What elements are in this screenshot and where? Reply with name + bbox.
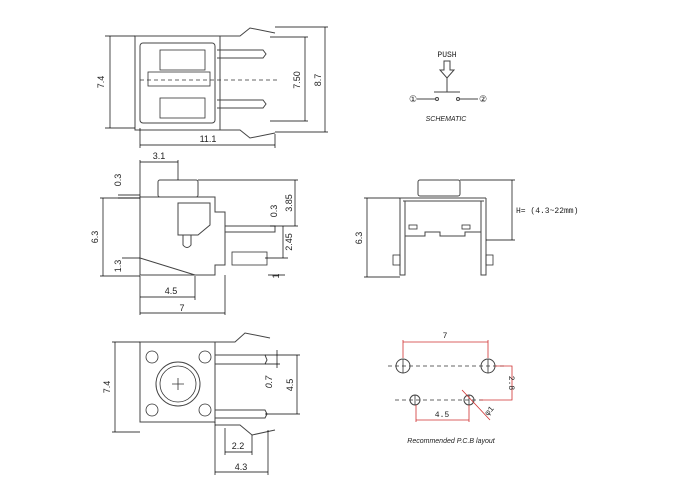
bottom-dim-pin-width: 0.7	[264, 375, 274, 389]
bottom-dim-offset1: 2.2	[232, 441, 245, 451]
top-dim-width: 7.4	[96, 76, 106, 89]
pcb-caption: Recommended P.C.B layout	[407, 438, 495, 445]
push-label: PUSH	[437, 51, 456, 60]
pcb-dim-hole: φ1	[483, 405, 496, 418]
schematic-caption: SCHEMATIC	[426, 116, 468, 123]
side-view: 3.1 0.3 6.3 1.3 4.5 7 3.85 0.3 2.45 1	[90, 151, 298, 315]
side-dim-base: 1.3	[113, 260, 123, 273]
bottom-dim-offset2: 4.3	[235, 462, 248, 472]
top-dim-pin-span: 7.50	[292, 71, 302, 89]
front-dim-height: 6.3	[354, 232, 364, 245]
pin1-label: ①	[409, 94, 417, 104]
front-dim-h: H= (4.3~22mm)	[516, 207, 578, 216]
top-dim-length: 11.1	[200, 134, 217, 144]
side-dim-bottom: 1	[271, 273, 281, 278]
side-dim-height: 6.3	[90, 231, 100, 244]
bottom-view: 7.4 0.7 4.5 2.2 4.3	[102, 332, 300, 475]
pcb-layout: 7 2.8 4.5 φ1 Recommended P.C.B layout	[388, 332, 515, 445]
front-view: 6.3 H= (4.3~22mm)	[354, 179, 578, 278]
bottom-dim-width: 7.4	[102, 381, 112, 394]
pcb-dim-y: 2.8	[506, 376, 515, 391]
side-dim-pin-height: 2.45	[284, 233, 294, 251]
schematic: PUSH ① ② SCHEMATIC	[409, 51, 487, 123]
side-dim-actuator: 3.1	[153, 151, 166, 161]
pcb-dim-x2: 4.5	[435, 411, 450, 420]
pin2-label: ②	[479, 94, 487, 104]
bottom-dim-pin-pitch: 4.5	[285, 379, 295, 392]
top-dim-total: 8.7	[313, 74, 323, 87]
top-view: 7.4 11.1 7.50 8.7	[96, 26, 328, 148]
side-dim-pin-thick: 0.3	[269, 205, 279, 218]
pcb-dim-x: 7	[443, 332, 448, 341]
side-dim-step: 0.3	[113, 174, 123, 187]
side-dim-act-height: 3.85	[284, 194, 294, 212]
side-dim-slope: 4.5	[165, 286, 178, 296]
side-dim-depth: 7	[179, 303, 184, 313]
